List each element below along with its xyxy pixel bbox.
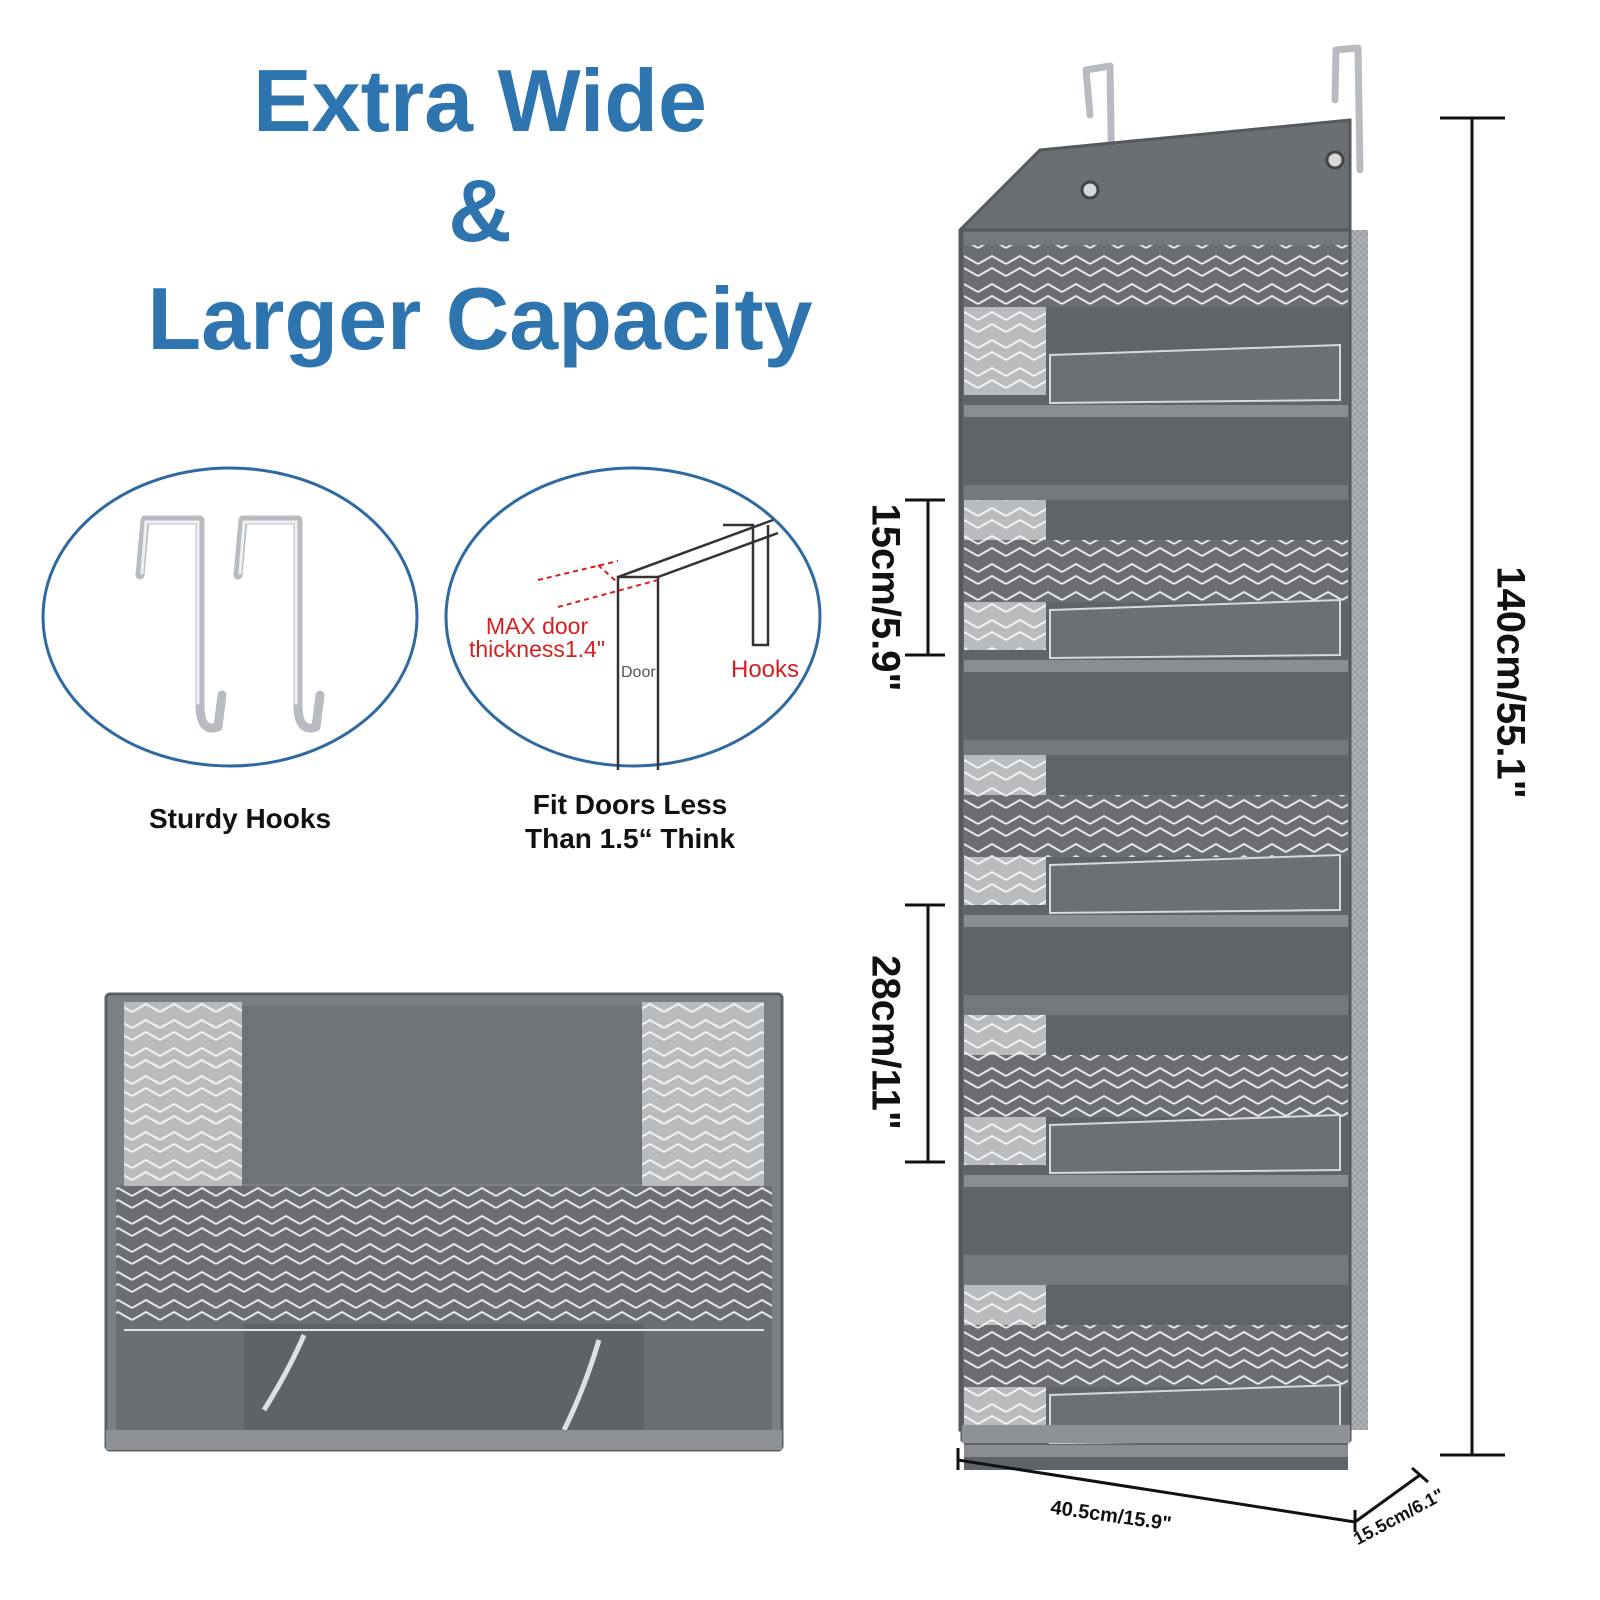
hooks-illustration — [41, 466, 419, 768]
headline-line1: Extra Wide — [252, 51, 707, 150]
door-circle — [443, 465, 823, 770]
door-caption: Fit Doors Less Than 1.5“ Think — [480, 788, 780, 856]
shelf-ledge — [964, 1445, 1348, 1457]
shelf-front-panel — [964, 1055, 1348, 1117]
organizer-hook-icon — [1082, 44, 1364, 194]
shelf-ledge — [964, 1175, 1348, 1187]
max-label-line1: MAX door — [485, 613, 589, 639]
shelf-clear-window — [1049, 1113, 1341, 1175]
small-pocket-dimension: 15cm/5.9" — [863, 503, 908, 692]
shelf-clear-window — [1049, 343, 1341, 405]
door-label: Door — [621, 664, 656, 681]
shelf-front-panel — [964, 540, 1348, 602]
shelf-ledge — [964, 915, 1348, 927]
hooks-circle — [40, 465, 420, 770]
organizer — [950, 30, 1370, 1525]
shelf-clear-window — [1049, 853, 1341, 915]
shelf-front-panel — [964, 795, 1348, 857]
headline-line3: Larger Capacity — [147, 269, 813, 368]
hooks-caption: Sturdy Hooks — [148, 803, 332, 834]
hook-icon — [135, 515, 325, 733]
large-pocket-dimension: 28cm/11" — [863, 955, 908, 1130]
door-caption-line2: Than 1.5“ Think — [524, 823, 736, 854]
door-illustration — [444, 466, 822, 770]
max-label-line2: thickness1.4" — [468, 636, 605, 662]
organizer-illustration — [958, 44, 1368, 1525]
max-thickness-label: MAX door thickness1.4" — [452, 615, 622, 661]
pocket-closeup — [104, 990, 784, 1455]
total-height-dimension: 140cm/55.1" — [1488, 566, 1533, 799]
shelf-clear-window — [1049, 598, 1341, 660]
hooks-label: Hooks — [731, 656, 800, 683]
door-caption-line1: Fit Doors Less — [532, 789, 728, 820]
headline-line2: & — [448, 161, 512, 260]
shelf-ledge — [964, 660, 1348, 672]
shelf-ledge — [964, 405, 1348, 417]
shelf-front-panel — [964, 245, 1348, 307]
shelf-front-panel — [964, 1325, 1348, 1387]
pocket-illustration — [104, 992, 784, 1452]
